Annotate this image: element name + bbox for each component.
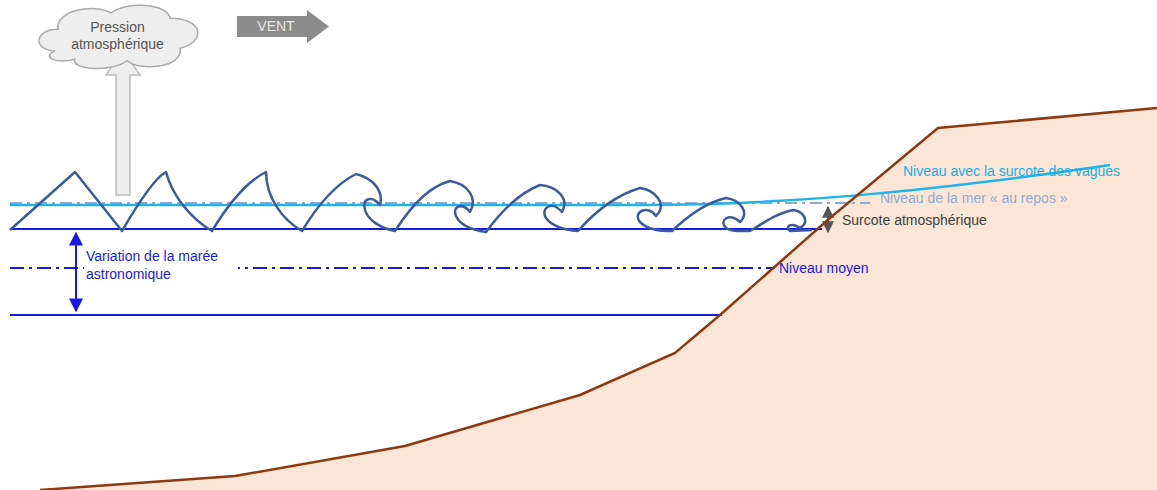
ground-profile [40,108,1157,490]
high-tide-line [10,228,822,230]
arrow-shape [237,10,329,43]
pressure-label: Pression atmosphérique [50,19,185,54]
ground [40,108,1157,490]
mean-level-label: Niveau moyen [779,259,869,277]
pressure-arrow [106,50,140,195]
tide-range-arrow [75,233,77,311]
rest-level-label: Niveau de la mer « au repos » [880,189,1068,207]
low-tide-line [10,314,722,316]
wind-arrow: VENT [237,10,329,43]
cloud-shape [39,5,198,68]
surge-label: Surcote atmosphérique [842,211,987,229]
pressure-cloud: Pression atmosphérique [35,2,200,70]
tide-range-label: Variation de la marée astronomique [84,247,238,283]
wind-label: VENT [257,18,294,36]
wave-setup-label: Niveau avec la surcote des vagues [903,162,1120,180]
